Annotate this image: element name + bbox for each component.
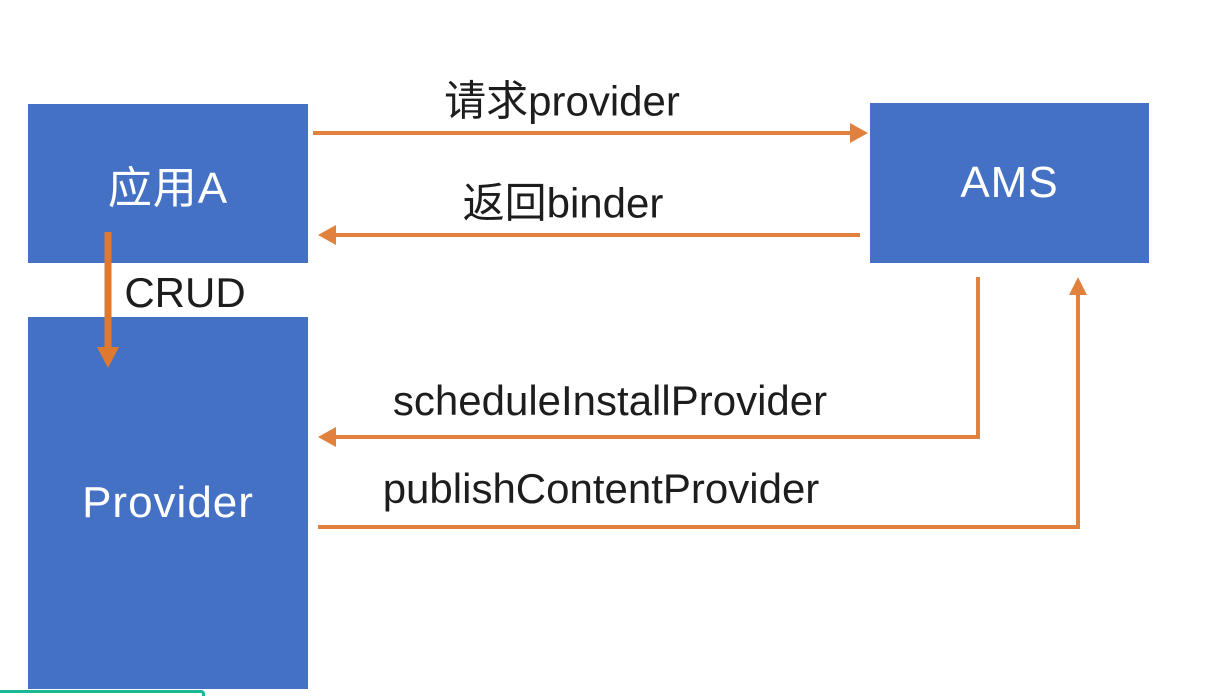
arrow-publish-content-provider-head-icon: [1069, 277, 1087, 295]
edge-label-crud: CRUD: [124, 269, 246, 316]
arrow-return-binder-head-icon: [318, 225, 336, 245]
progress-underline: [0, 690, 205, 696]
node-app-a-label: 应用A: [107, 163, 229, 213]
node-provider: Provider: [28, 317, 308, 689]
edge-label-request-provider: 请求provider: [444, 77, 680, 125]
edge-label-return-binder: 返回binder: [462, 179, 664, 227]
node-ams: AMS: [870, 103, 1149, 263]
node-app-a: 应用A: [28, 104, 308, 263]
arrow-request-provider-head-icon: [850, 123, 868, 143]
edge-label-publish-content-provider: publishContentProvider: [382, 465, 820, 512]
node-ams-label: AMS: [960, 158, 1059, 207]
arrow-schedule-install-provider-head-icon: [318, 427, 336, 447]
edge-label-schedule-install-provider: scheduleInstallProvider: [392, 377, 828, 424]
node-provider-label: Provider: [82, 478, 254, 527]
